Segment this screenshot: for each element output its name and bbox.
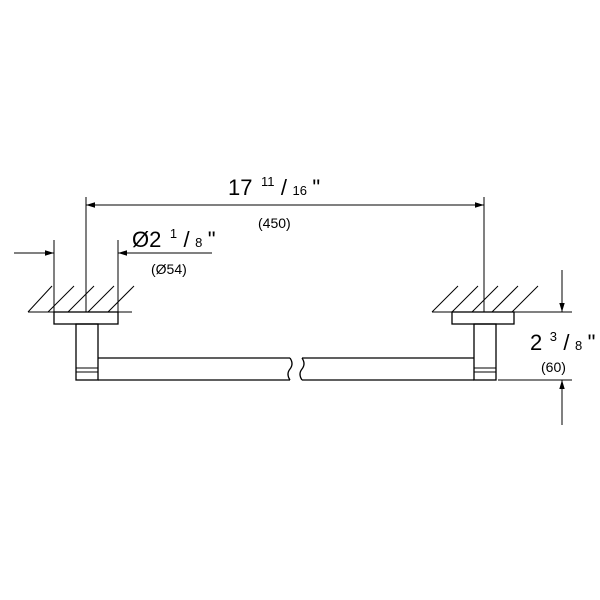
length-metric: (450): [258, 215, 291, 231]
length-dimension: 17 11 / 16 " (450): [85, 173, 485, 312]
diameter-denominator: 8: [195, 235, 202, 250]
projection-denominator: 8: [575, 338, 582, 353]
diameter-slash: /: [184, 227, 191, 252]
projection-metric: (60): [541, 359, 566, 375]
length-numerator: 11: [261, 174, 275, 189]
projection-slash: /: [563, 330, 570, 355]
diameter-whole: Ø2: [132, 227, 161, 252]
length-whole: 17: [228, 175, 252, 200]
projection-inch-mark: ": [588, 330, 596, 355]
length-label: 17 11 / 16 ": [228, 173, 320, 200]
diameter-metric: (Ø54): [151, 261, 187, 277]
length-denominator: 16: [292, 183, 306, 198]
projection-numerator: 3: [550, 329, 557, 344]
length-inch-mark: ": [312, 175, 320, 200]
projection-whole: 2: [530, 330, 542, 355]
projection-label: 2 3 / 8 ": [530, 328, 595, 355]
towel-bar: [98, 357, 474, 381]
projection-dimension: 2 3 / 8 " (60): [498, 270, 595, 425]
length-slash: /: [281, 175, 288, 200]
right-mounting-rosette: [451, 311, 515, 381]
left-mounting-rosette: [53, 311, 119, 381]
diameter-dimension: Ø2 1 / 8 " (Ø54): [14, 225, 216, 312]
diameter-label: Ø2 1 / 8 ": [132, 225, 216, 252]
right-wall-hatch: [431, 285, 542, 313]
diameter-numerator: 1: [170, 226, 177, 241]
diameter-inch-mark: ": [208, 227, 216, 252]
